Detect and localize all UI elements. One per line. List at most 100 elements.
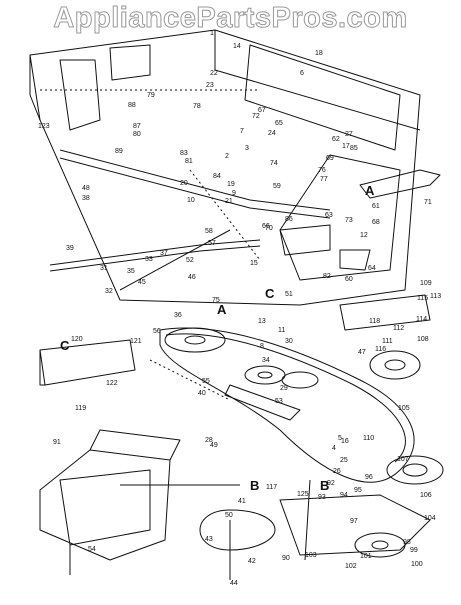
part-number: 35 bbox=[127, 268, 135, 275]
part-number: 11 bbox=[278, 327, 285, 334]
part-number: 7 bbox=[240, 128, 244, 135]
part-number: 41 bbox=[238, 498, 246, 505]
part-number: 53 bbox=[275, 398, 283, 405]
part-number: 69 bbox=[326, 155, 334, 162]
part-number: 38 bbox=[82, 195, 90, 202]
part-number: 63 bbox=[325, 212, 333, 219]
section-letter-a: A bbox=[365, 183, 375, 198]
part-number: 92 bbox=[327, 480, 335, 487]
section-letter-b: B bbox=[320, 478, 329, 493]
part-number: 47 bbox=[358, 349, 366, 356]
part-number: 68 bbox=[372, 219, 380, 226]
part-number: 79 bbox=[147, 92, 155, 99]
part-number: 117 bbox=[266, 484, 277, 491]
part-number: 42 bbox=[248, 558, 256, 565]
part-number: 95 bbox=[354, 487, 362, 494]
cross-shaft-upper bbox=[59, 149, 331, 211]
part-number: 90 bbox=[282, 555, 290, 562]
part-number: 100 bbox=[411, 561, 423, 568]
pulley-1 bbox=[281, 371, 319, 389]
part-number: 48 bbox=[82, 185, 90, 192]
part-number: 85 bbox=[350, 145, 358, 152]
part-number: 58 bbox=[205, 228, 213, 235]
part-number: 105 bbox=[398, 405, 410, 412]
section-letter-a: A bbox=[217, 302, 227, 317]
part-number: 121 bbox=[130, 338, 142, 345]
part-number: 40 bbox=[198, 390, 206, 397]
part-number: 93 bbox=[318, 494, 326, 501]
part-number: 25 bbox=[340, 457, 348, 464]
part-number: 76 bbox=[318, 167, 326, 174]
part-number: 73 bbox=[345, 217, 353, 224]
part-number: 9 bbox=[232, 190, 236, 197]
part-number: 116 bbox=[375, 346, 386, 353]
part-number: 81 bbox=[185, 158, 193, 165]
part-number: 108 bbox=[417, 336, 429, 343]
part-number: 74 bbox=[270, 160, 278, 167]
clutch-110 bbox=[369, 350, 421, 380]
part-number: 107 bbox=[397, 456, 409, 463]
part-number: 65 bbox=[275, 120, 283, 127]
part-number: 106 bbox=[420, 492, 432, 499]
part-number: 45 bbox=[138, 279, 146, 286]
part-number: 13 bbox=[258, 318, 266, 325]
part-number: 6 bbox=[300, 70, 304, 77]
part-number: 59 bbox=[273, 183, 281, 190]
part-number: 20 bbox=[180, 180, 188, 187]
part-number: 62 bbox=[332, 136, 340, 143]
part-number: 71 bbox=[424, 199, 432, 206]
part-number: 55 bbox=[202, 378, 210, 385]
part-number: 88 bbox=[128, 102, 136, 109]
part-number: 10 bbox=[187, 197, 195, 204]
part-number: 77 bbox=[320, 176, 328, 183]
part-number: 104 bbox=[424, 515, 436, 522]
bracket-c bbox=[39, 339, 136, 386]
part-number: 36 bbox=[174, 312, 182, 319]
part-number: 52 bbox=[186, 257, 194, 264]
part-number: 87 bbox=[133, 123, 141, 130]
part-number: 111 bbox=[382, 338, 393, 345]
part-number: 17 bbox=[342, 143, 350, 150]
part-number: 4 bbox=[332, 445, 336, 452]
section-letter-c: C bbox=[60, 338, 70, 353]
part-number: 31 bbox=[100, 265, 108, 272]
part-number: 60 bbox=[345, 276, 353, 283]
part-number: 49 bbox=[210, 442, 218, 449]
part-number: 23 bbox=[206, 82, 214, 89]
part-number: 39 bbox=[66, 245, 74, 252]
part-number: 18 bbox=[315, 50, 323, 57]
part-number: 118 bbox=[369, 318, 380, 325]
part-number: 29 bbox=[280, 385, 288, 392]
part-number: 83 bbox=[180, 150, 188, 157]
part-number: 99 bbox=[410, 547, 418, 554]
part-number: 109 bbox=[420, 280, 432, 287]
part-number: 98 bbox=[403, 539, 411, 546]
main-frame bbox=[29, 29, 421, 306]
part-number: 119 bbox=[75, 405, 86, 412]
part-number: 82 bbox=[323, 273, 331, 280]
part-number: 97 bbox=[350, 518, 358, 525]
part-number: 19 bbox=[227, 181, 235, 188]
part-number: 78 bbox=[193, 103, 201, 110]
part-number: 94 bbox=[340, 492, 348, 499]
part-number: 5 bbox=[338, 435, 342, 442]
part-number: 46 bbox=[188, 274, 196, 281]
part-number: 30 bbox=[285, 338, 293, 345]
part-number: 32 bbox=[105, 288, 113, 295]
part-number: 27 bbox=[345, 131, 353, 138]
part-number: 54 bbox=[88, 546, 96, 553]
part-number: 72 bbox=[252, 113, 260, 120]
part-number: 103 bbox=[305, 552, 317, 559]
part-number: 33 bbox=[145, 256, 153, 263]
part-number: 44 bbox=[230, 580, 238, 587]
part-number: 114 bbox=[416, 316, 427, 323]
part-number: 37 bbox=[160, 250, 168, 257]
part-number: 1 bbox=[210, 30, 214, 37]
part-number: 122 bbox=[106, 380, 118, 387]
part-number: 15 bbox=[250, 260, 258, 267]
part-number: 120 bbox=[71, 336, 83, 343]
part-number: 14 bbox=[233, 43, 241, 50]
part-number: 64 bbox=[368, 265, 376, 272]
watermark: AppliancePartsPros.com bbox=[53, 2, 408, 35]
